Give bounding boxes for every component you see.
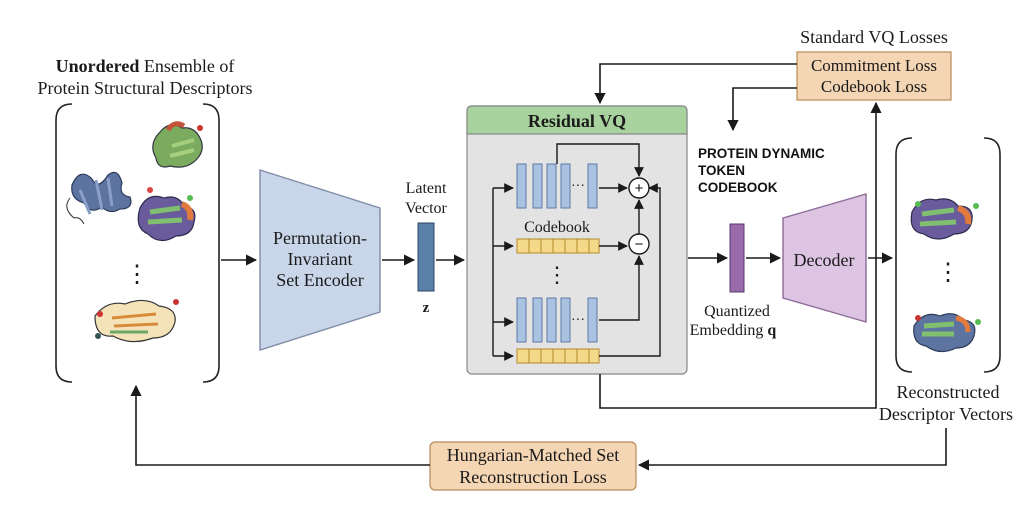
- rvq-arrow: [556, 143, 644, 177]
- commitment-loss-label: Commitment Loss: [811, 56, 937, 75]
- codebook-label: Codebook: [524, 219, 590, 236]
- decoder: Decoder: [782, 193, 867, 323]
- codebook-vector: [546, 163, 557, 209]
- recon-loss-line1: Hungarian-Matched Set: [447, 445, 619, 465]
- arrow-recon-loss-to-input: [130, 384, 430, 466]
- output-right-bracket: [983, 137, 1001, 373]
- codebook-vector: [532, 297, 543, 343]
- quantized-bar: [729, 223, 745, 293]
- arrow-output-to-recon-loss: [637, 428, 947, 471]
- codebook-loss-label: Codebook Loss: [821, 77, 927, 96]
- protein-structure-icon: [910, 198, 979, 240]
- quantized-label-line2: Embedding q: [690, 322, 777, 339]
- codebook-vector: [516, 163, 527, 209]
- rvq-arrow: [599, 255, 644, 321]
- token-codebook-line1: PROTEIN DYNAMIC: [698, 146, 825, 161]
- token-codebook-line3: CODEBOOK: [698, 180, 778, 195]
- vq-losses: Standard VQ Losses Commitment Loss Codeb…: [796, 27, 952, 101]
- codebook-dots: ···: [571, 313, 585, 328]
- codebook-bar-upper: [516, 238, 600, 254]
- protein-structure-icon: [152, 121, 203, 168]
- codebook-vector: [587, 297, 598, 343]
- protein-structure-icon: [137, 187, 196, 242]
- latent-label-line2: Vector: [405, 200, 447, 217]
- input-title-line1: Unordered Ensemble of: [56, 56, 235, 76]
- reconstruction-loss: Hungarian-Matched Set Reconstruction Los…: [429, 441, 637, 491]
- encoder-label-line2: Invariant: [288, 249, 353, 269]
- codebook-vector: [532, 163, 543, 209]
- output-label-line2: Descriptor Vectors: [879, 404, 1013, 424]
- arrow-losses-to-rvq: [594, 63, 797, 105]
- recon-loss-line2: Reconstruction Loss: [459, 467, 606, 487]
- vq-losses-title: Standard VQ Losses: [800, 27, 948, 47]
- quantized-embedding: Quantized Embedding q: [690, 223, 777, 339]
- set-encoder: Permutation- Invariant Set Encoder: [259, 169, 381, 351]
- recon-loss-box: [429, 441, 637, 491]
- output-label-line1: Reconstructed: [897, 382, 1000, 402]
- vq-losses-box: [796, 51, 952, 101]
- input-title-line2: Protein Structural Descriptors: [38, 78, 253, 98]
- codebook-dots: ···: [571, 179, 585, 194]
- arrow-rvq-to-losses: [599, 101, 882, 409]
- codebook-vectors-upper: ···: [516, 163, 598, 209]
- latent-vector-bar: [417, 222, 435, 292]
- input-ellipsis: ⋮: [125, 262, 149, 288]
- latent-label-line1: Latent: [406, 180, 447, 197]
- residual-vq-block: Residual VQ ··· Codebook ⋮: [466, 105, 688, 375]
- latent-vector: Latent Vector z: [405, 180, 447, 316]
- quantized-label-line1: Quantized: [704, 303, 770, 320]
- protein-structure-icon: [913, 313, 981, 353]
- encoder-trapezoid: [259, 169, 381, 351]
- codebook-vector: [560, 297, 571, 343]
- rvq-vertical-ellipsis: ⋮: [546, 262, 568, 287]
- encoder-label-line3: Set Encoder: [276, 270, 363, 290]
- codebook-vectors-lower: ···: [516, 297, 598, 343]
- rvq-title: Residual VQ: [528, 111, 626, 131]
- protein-structure-icon: [94, 299, 179, 343]
- input-right-bracket: [202, 103, 220, 383]
- codebook-vector: [560, 163, 571, 209]
- output-left-bracket: [895, 137, 913, 373]
- input-ensemble: Unordered Ensemble of Protein Structural…: [38, 56, 253, 383]
- plus-symbol: +: [635, 180, 644, 197]
- arrow-losses-to-token-codebook: [727, 87, 797, 132]
- output-ensemble: ⋮ Reconstructed Descriptor Vectors: [879, 137, 1013, 424]
- output-ellipsis: ⋮: [936, 260, 960, 286]
- decoder-trapezoid: [782, 193, 867, 323]
- rvq-header: [466, 105, 688, 135]
- token-codebook-line2: TOKEN: [698, 163, 745, 178]
- codebook-vector: [516, 297, 527, 343]
- encoder-label-line1: Permutation-: [273, 228, 367, 248]
- codebook-vector: [587, 163, 598, 209]
- codebook-bar-lower: [516, 348, 600, 364]
- latent-symbol: z: [423, 300, 430, 316]
- input-left-bracket: [55, 103, 73, 383]
- rvq-arrow: [599, 183, 661, 357]
- codebook-vector: [546, 297, 557, 343]
- protein-structure-icon: [66, 171, 132, 225]
- minus-symbol: −: [635, 236, 644, 253]
- decoder-label: Decoder: [794, 250, 855, 270]
